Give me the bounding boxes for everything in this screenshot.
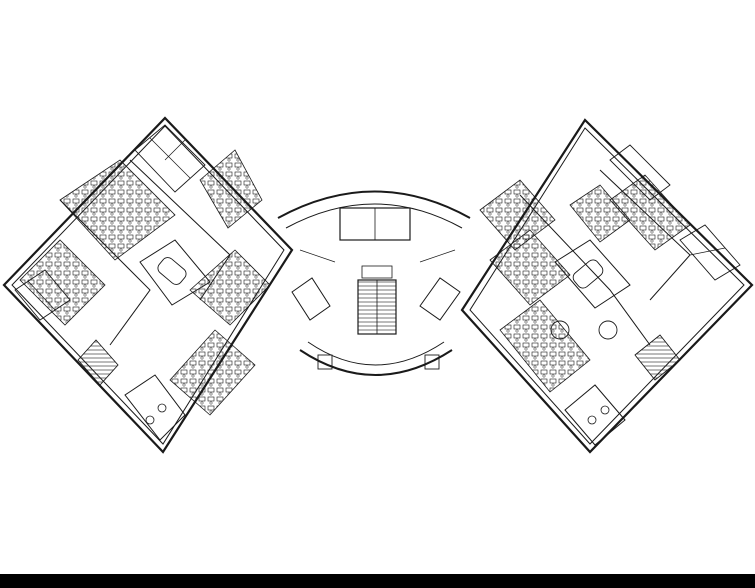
right-wing-outline: [460, 118, 754, 454]
open-office-area: [499, 299, 591, 393]
bottom-black-band: [0, 574, 755, 588]
conference-room: [139, 239, 211, 306]
central-core: [277, 190, 471, 376]
open-office-area: [489, 229, 571, 306]
lobby-upper-arc: [277, 190, 471, 219]
conference-room: [554, 239, 631, 309]
floor-plan-drawing: [2, 116, 754, 454]
stairwell: [77, 339, 119, 386]
open-office-area: [189, 249, 271, 326]
open-office-area: [59, 159, 176, 261]
open-office-area: [479, 179, 556, 251]
open-office-area: [199, 149, 263, 229]
stairwell: [634, 334, 681, 381]
open-office-area: [19, 239, 106, 326]
left-wing: [2, 116, 294, 454]
open-office-area: [169, 329, 256, 416]
open-office-area: [569, 184, 631, 243]
lobby-lower-arc: [299, 349, 453, 376]
right-wing: [460, 118, 754, 454]
